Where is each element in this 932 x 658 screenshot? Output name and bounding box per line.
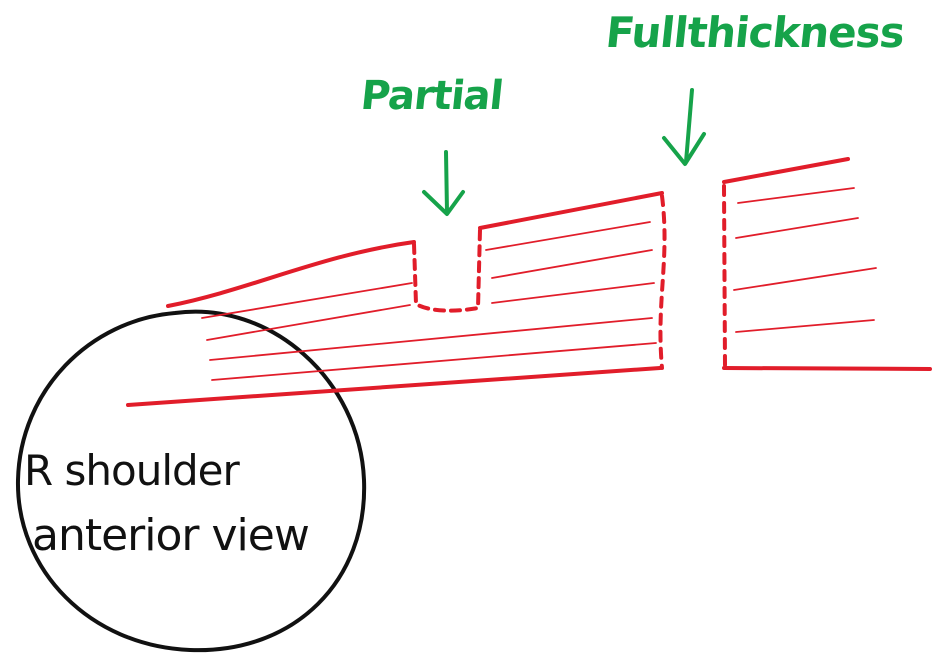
tendon-articular-surface-left xyxy=(126,366,662,407)
full-thickness-arrow-shaft xyxy=(684,88,694,164)
partial-label: Partial xyxy=(358,73,505,119)
tear-edge-left xyxy=(658,194,667,370)
fiber-line xyxy=(201,282,413,319)
partial-arrow-head xyxy=(422,190,465,216)
fiber-line xyxy=(733,267,877,291)
partial-arrow-shaft xyxy=(444,150,449,214)
fiber-line xyxy=(491,249,653,279)
shoulder-label-line1: R shoulder xyxy=(24,446,240,495)
fiber-line xyxy=(735,217,859,239)
tendon-fibers xyxy=(201,187,877,381)
fiber-line xyxy=(209,317,653,361)
tendon-bursal-surface-middle xyxy=(478,191,664,230)
fiber-line xyxy=(491,282,655,304)
fiber-line xyxy=(206,304,411,341)
full-thickness-label: Fullthickness xyxy=(603,8,907,57)
fiber-line xyxy=(211,342,657,381)
fiber-line xyxy=(737,187,855,204)
fiber-line xyxy=(735,319,875,333)
tendon-outline xyxy=(126,157,932,407)
fiber-line xyxy=(485,221,651,251)
full-thickness-arrow-head xyxy=(662,132,706,166)
partial-arrow xyxy=(422,150,465,216)
tendon-bursal-surface-left xyxy=(166,240,416,308)
tendon-articular-surface-right xyxy=(722,366,932,371)
shoulder-label-line2: anterior view xyxy=(32,510,310,561)
partial-tear-defect xyxy=(412,228,482,313)
tear-edge-right xyxy=(722,184,727,368)
tendon-bursal-surface-right xyxy=(722,157,850,184)
full-thickness-tear-edges xyxy=(658,184,727,370)
full-thickness-arrow xyxy=(662,88,706,166)
